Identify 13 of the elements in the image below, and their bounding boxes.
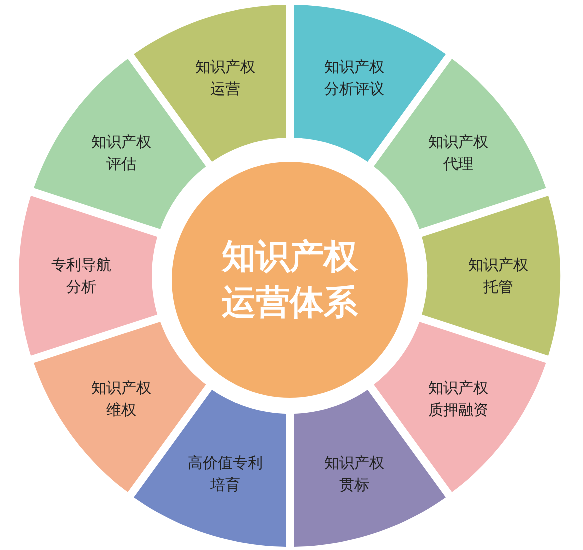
- segment-label: 知识产权维权: [90, 378, 152, 421]
- segment-label: 知识产权运营: [194, 56, 257, 100]
- segment-label: 知识产权贯标: [323, 453, 386, 496]
- segment-label: 知识产权代理: [428, 132, 490, 176]
- segment-label: 专利导航分析: [50, 254, 112, 298]
- segment-label: 知识产权质押融资: [428, 378, 490, 421]
- segment-label: 知识产权托管: [467, 254, 530, 298]
- ring-segment: [19, 196, 158, 356]
- segment-label: 知识产权分析评议: [323, 56, 386, 100]
- ring-segment: [422, 196, 561, 356]
- segment-label: 知识产权评估: [90, 132, 152, 176]
- segment-label: 高价值专利培育: [187, 453, 264, 496]
- center-title: 知识产权运营体系: [220, 236, 359, 325]
